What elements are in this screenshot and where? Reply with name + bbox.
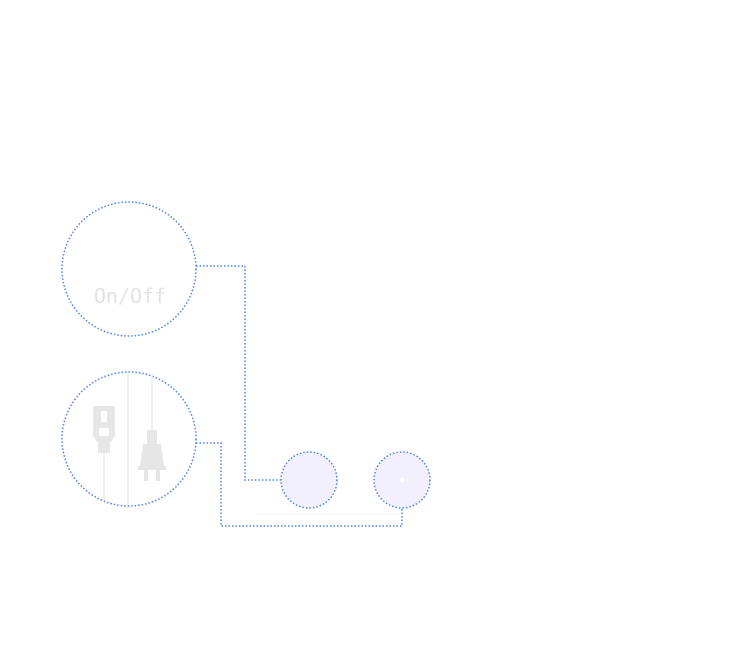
power-button-port-circle [280, 451, 338, 509]
plug-callout [61, 371, 197, 507]
on-off-label: On/Off [94, 284, 166, 308]
port-center-dot [399, 477, 405, 483]
power-connector-line [196, 265, 281, 481]
connector-lines [196, 265, 403, 527]
plug-callout-circle [61, 371, 197, 507]
ethernet-plug-icon [93, 406, 115, 453]
plug-connector-line [196, 442, 403, 527]
power-button-port [280, 451, 338, 509]
power-plug-icon [138, 430, 166, 481]
power-callout-circle [61, 201, 197, 337]
plug-port [373, 451, 431, 509]
power-callout: On/Off [61, 201, 197, 337]
